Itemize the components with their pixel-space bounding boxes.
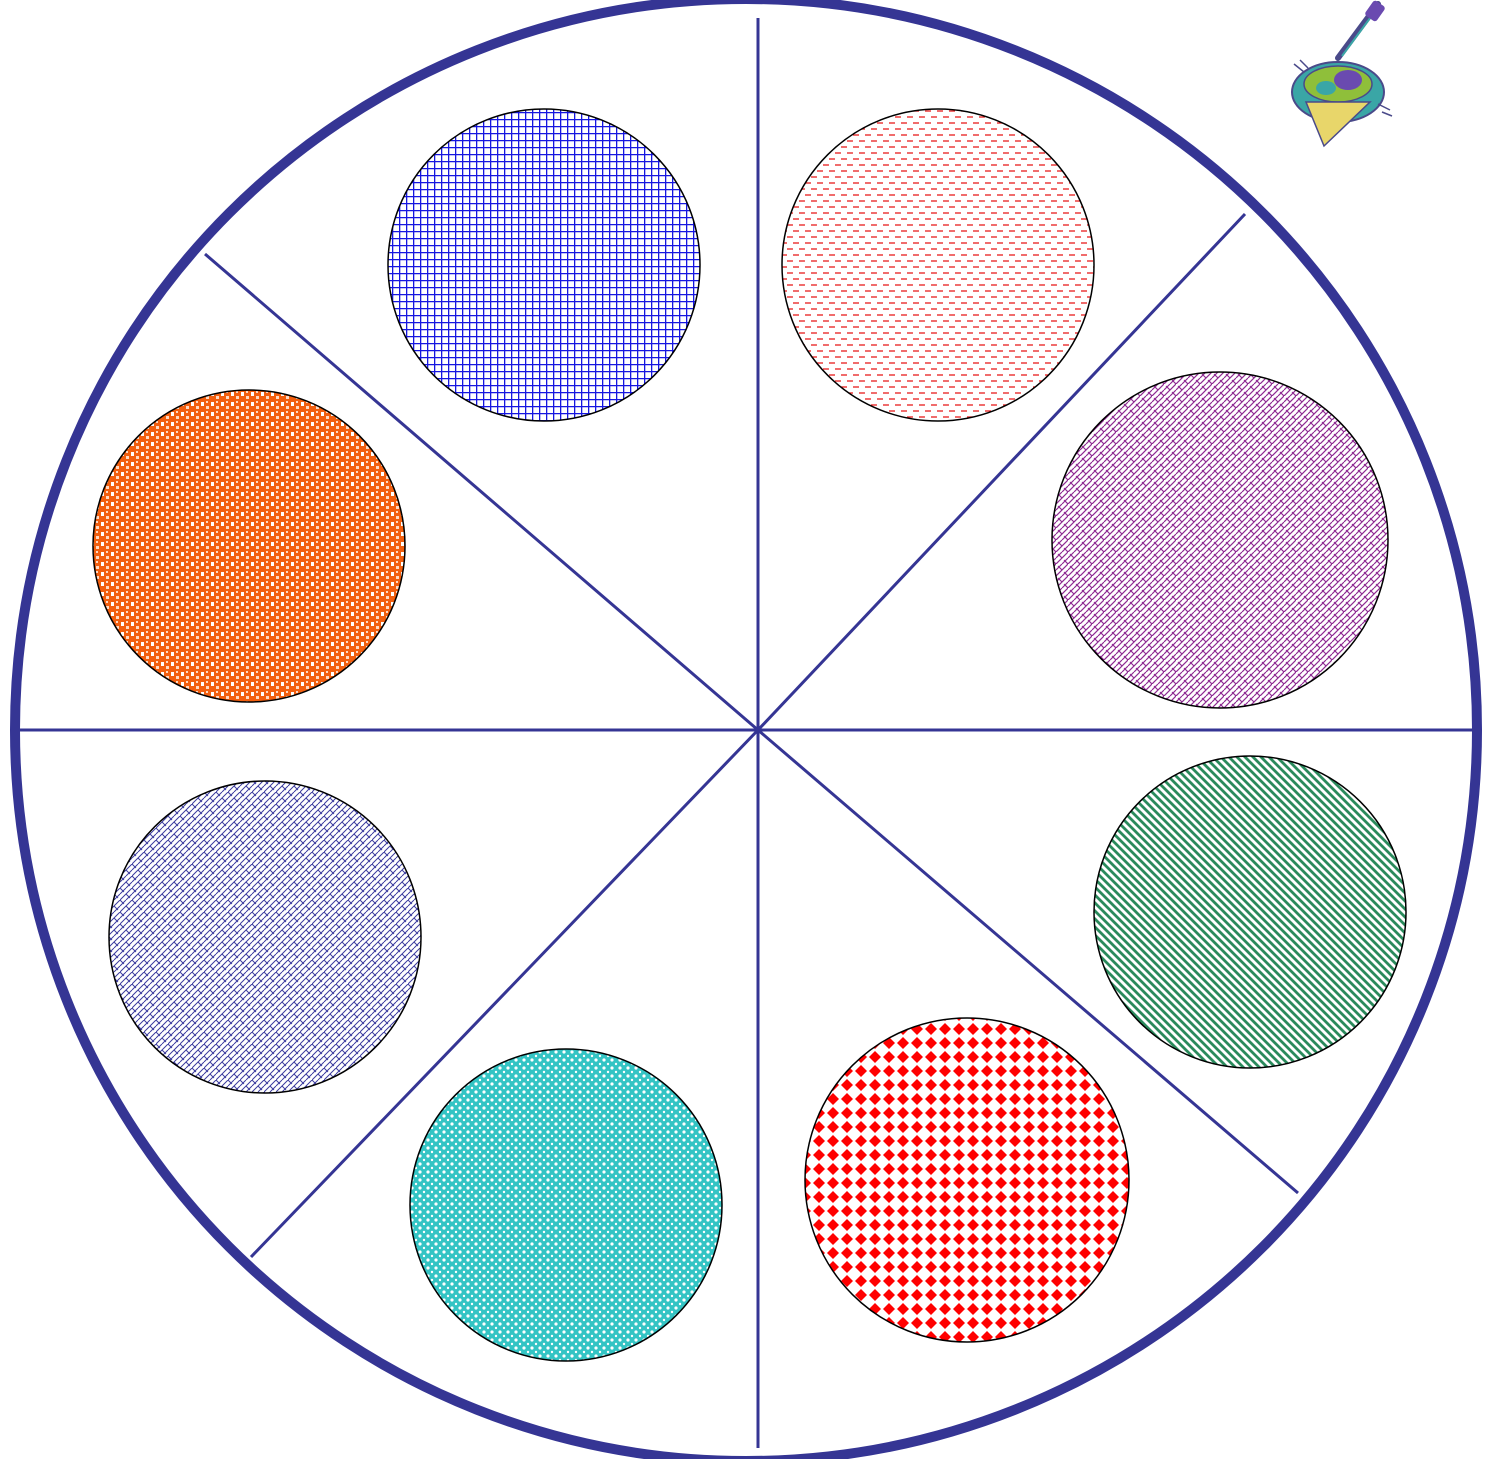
green-diagonal-disc — [1094, 756, 1406, 1068]
red-dash-disc — [782, 109, 1094, 421]
orange-check-disc — [93, 390, 405, 702]
spinning-top-icon — [1292, 0, 1392, 146]
purple-weave-disc — [1052, 372, 1388, 708]
turquoise-lattice-disc — [410, 1049, 722, 1361]
wheel-spokes — [18, 18, 1474, 1448]
blue-grid-disc — [388, 109, 700, 421]
wheel-discs — [93, 109, 1406, 1361]
red-diamond-disc — [805, 1018, 1129, 1342]
navy-weave-disc — [109, 781, 421, 1093]
